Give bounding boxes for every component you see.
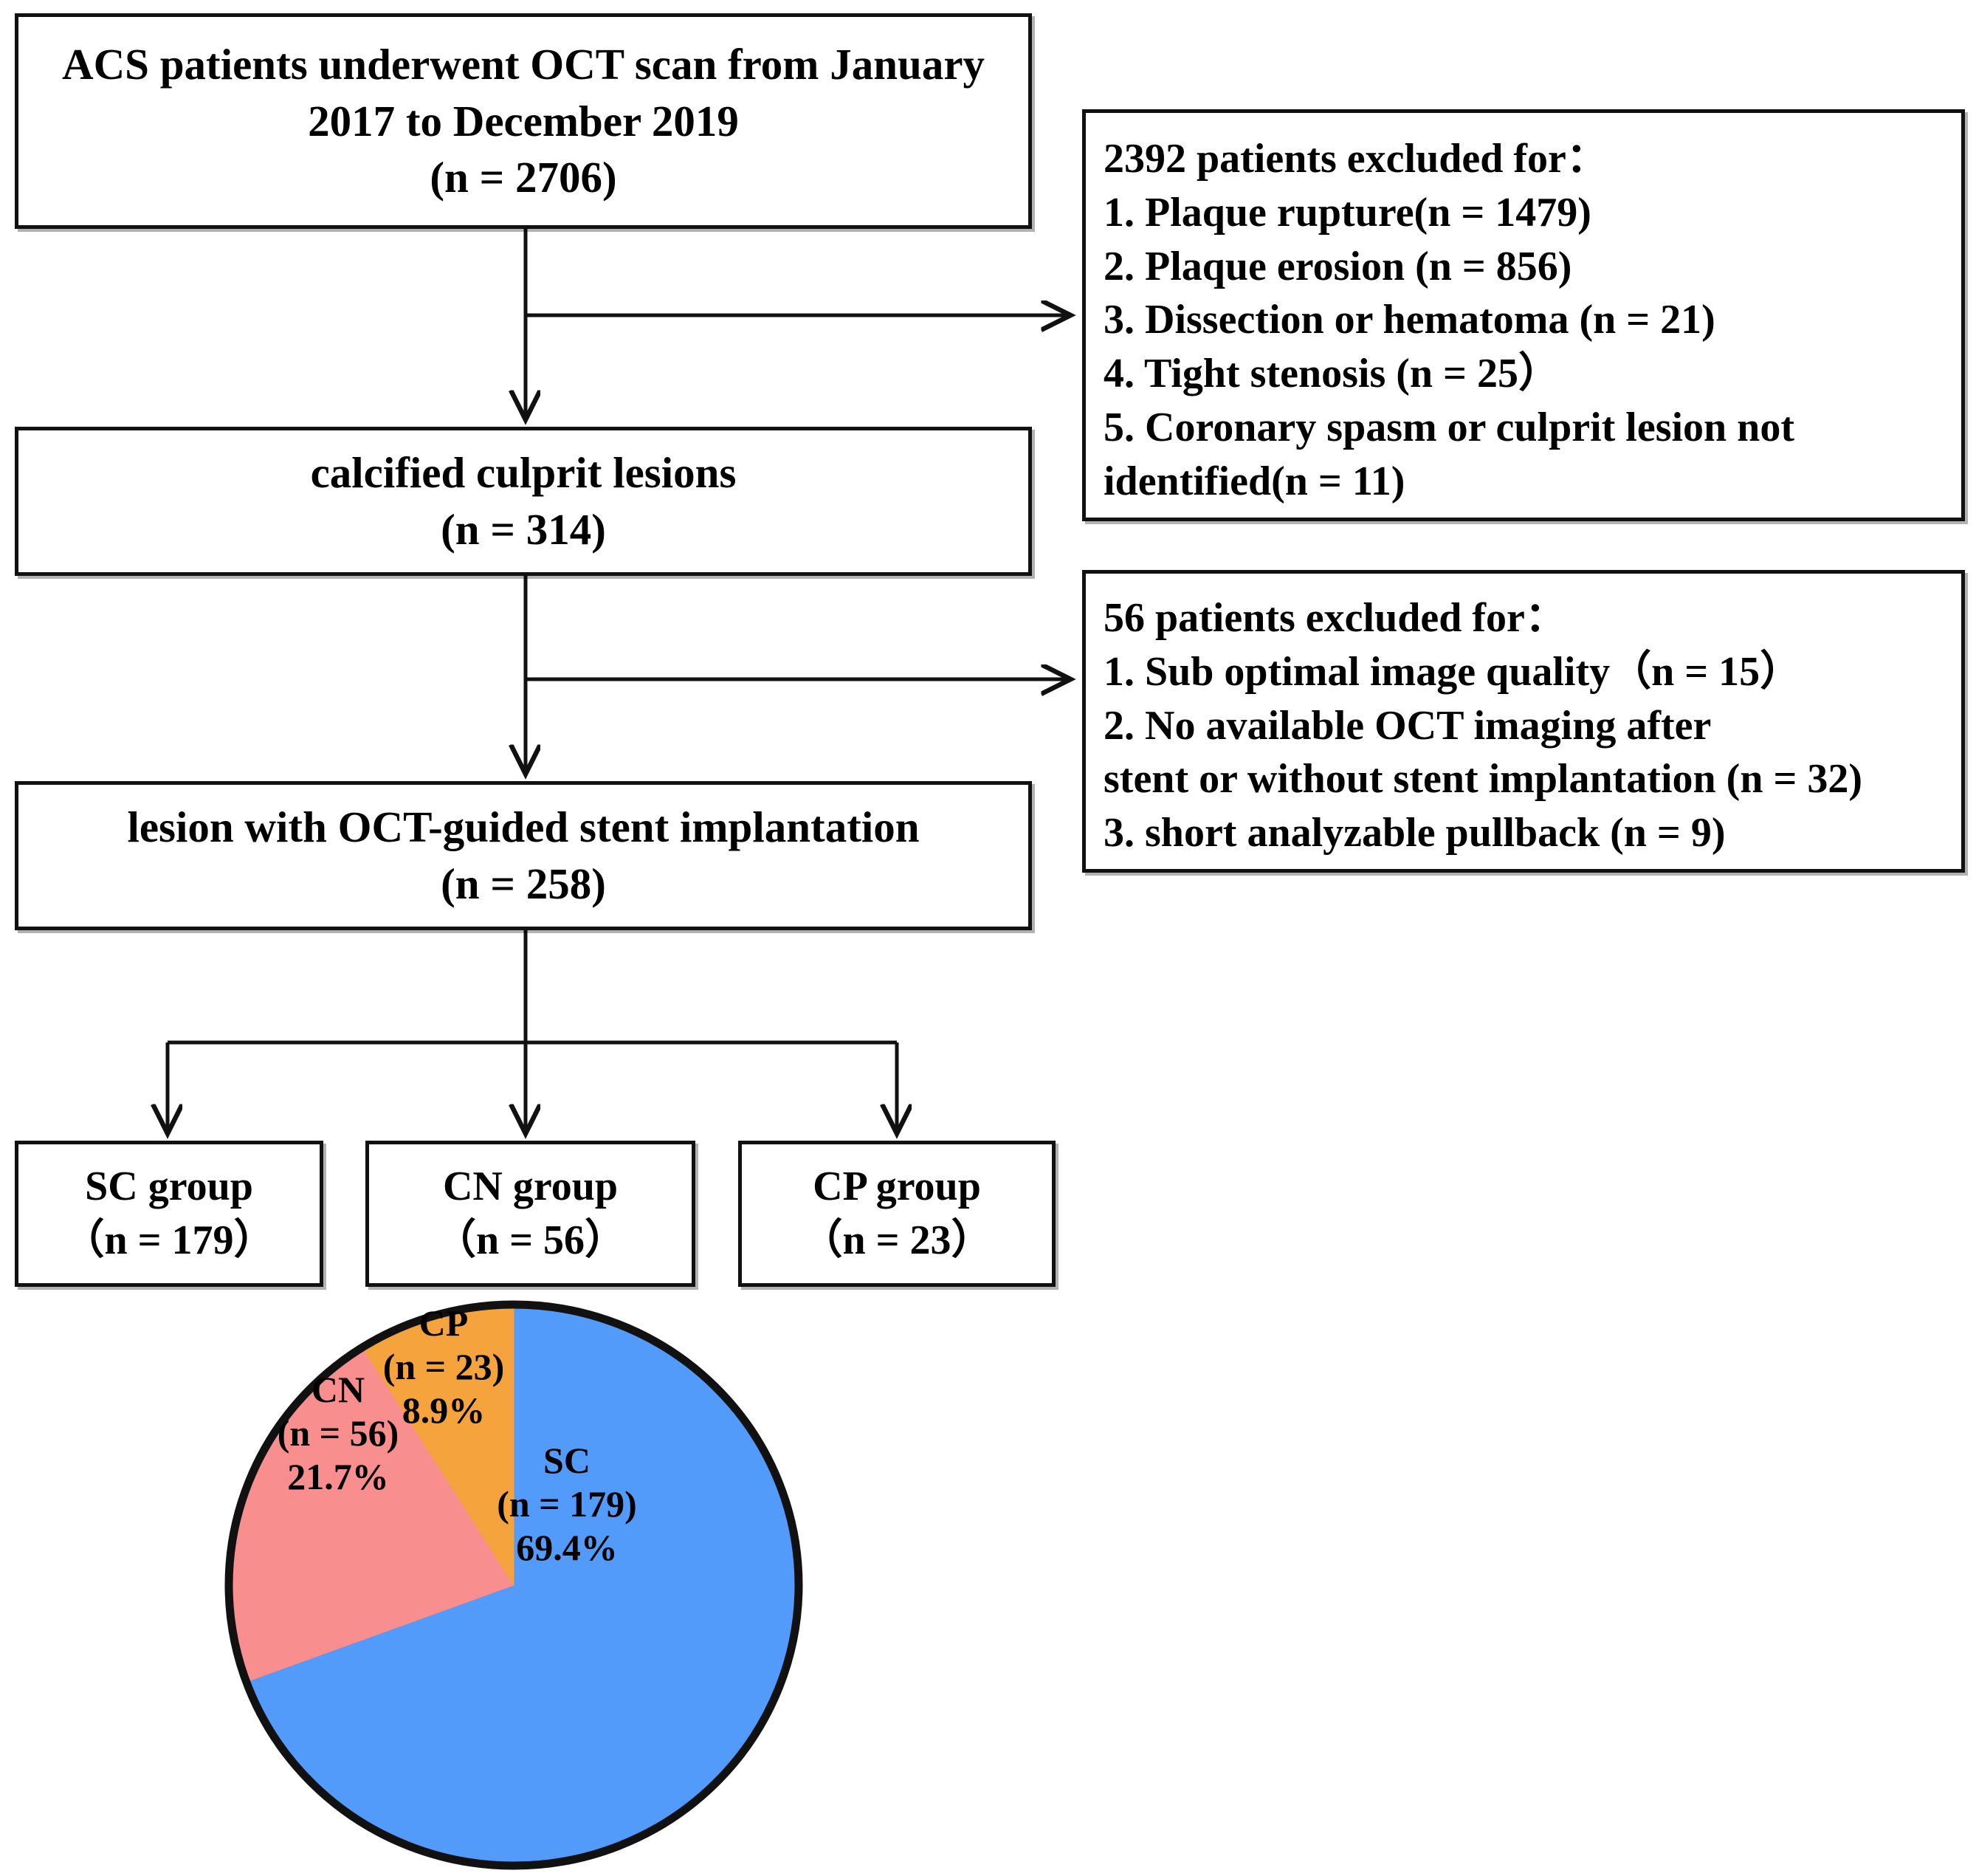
pie-chart: SC (n = 179) 69.4% CN (n = 56) 21.7% CP …: [218, 1294, 809, 1876]
box-group-cp: CP group （n = 23）: [738, 1141, 1056, 1287]
pie-outline: [224, 1300, 803, 1870]
group-sc-line-2: （n = 179）: [63, 1217, 275, 1263]
group-cn-line-1: CN group: [442, 1164, 618, 1210]
exclusion-1-line-1: 2392 patients excluded for：: [1104, 136, 1608, 182]
box-exclusion-criteria-first: 2392 patients excluded for： 1. Plaque ru…: [1082, 109, 1965, 521]
group-sc-line-1: SC group: [85, 1164, 253, 1210]
exclusion-2-line-1: 56 patients excluded for：: [1104, 595, 1566, 641]
box-calcified-line-2: (n = 314): [441, 505, 606, 554]
box-screened-population: ACS patients underwent OCT scan from Jan…: [15, 13, 1032, 229]
box-group-cn: CN group （n = 56）: [365, 1141, 695, 1287]
exclusion-2-line-5: 3. short analyzable pullback (n = 9): [1104, 810, 1726, 856]
group-cp-line-1: CP group: [813, 1164, 981, 1210]
box-oct-guided-stent-implantation: lesion with OCT-guided stent implantatio…: [15, 781, 1032, 930]
pie-label-sc-percent: 69.4%: [516, 1527, 618, 1568]
pie-chart-svg: [224, 1300, 803, 1870]
box-screened-line-2: 2017 to December 2019: [308, 96, 739, 145]
box-calcified-line-1: calcified culprit lesions: [310, 448, 737, 498]
box-screened-line-3: (n = 2706): [430, 153, 617, 202]
pie-label-sc-name: SC: [543, 1440, 591, 1481]
pie-label-cn-percent: 21.7%: [287, 1456, 389, 1497]
box-screened-line-1: ACS patients underwent OCT scan from Jan…: [61, 39, 985, 89]
box-stent-line-1: lesion with OCT-guided stent implantatio…: [127, 803, 920, 852]
exclusion-1-line-3: 2. Plaque erosion (n = 856): [1104, 243, 1572, 289]
exclusion-1-line-6: 5. Coronary spasm or culprit lesion not: [1104, 404, 1794, 450]
pie-label-cp-name: CP: [419, 1302, 469, 1344]
pie-label-cp: CP (n = 23) 8.9%: [373, 1302, 514, 1432]
exclusion-1-line-7: identified(n = 11): [1104, 458, 1405, 504]
box-calcified-culprit-lesions: calcified culprit lesions (n = 314): [15, 427, 1032, 576]
exclusion-2-line-3: 2. No available OCT imaging after: [1104, 702, 1712, 749]
box-stent-line-2: (n = 258): [441, 859, 606, 908]
exclusion-1-line-2: 1. Plaque rupture(n = 1479): [1104, 189, 1591, 236]
exclusion-2-line-2: 1. Sub optimal image quality（n = 15）: [1104, 648, 1802, 695]
pie-label-cp-count: (n = 23): [382, 1346, 505, 1387]
exclusion-1-line-4: 3. Dissection or hematoma (n = 21): [1104, 297, 1715, 343]
group-cn-line-2: （n = 56）: [434, 1217, 627, 1263]
pie-slice-group: [228, 1304, 799, 1866]
pie-label-cn-count: (n = 56): [277, 1412, 399, 1454]
pie-label-cn: CN (n = 56) 21.7%: [257, 1368, 419, 1499]
pie-label-sc: SC (n = 179) 69.4%: [478, 1439, 655, 1570]
box-exclusion-criteria-second: 56 patients excluded for： 1. Sub optimal…: [1082, 570, 1965, 873]
box-group-sc: SC group （n = 179）: [15, 1141, 323, 1287]
exclusion-2-line-4: stent or without stent implantation (n =…: [1104, 756, 1863, 803]
pie-label-cp-percent: 8.9%: [402, 1389, 486, 1431]
exclusion-1-line-5: 4. Tight stenosis (n = 25）: [1104, 351, 1560, 397]
pie-label-cn-name: CN: [311, 1369, 365, 1410]
group-cp-line-2: （n = 23）: [801, 1217, 993, 1263]
pie-label-sc-count: (n = 179): [497, 1483, 637, 1525]
